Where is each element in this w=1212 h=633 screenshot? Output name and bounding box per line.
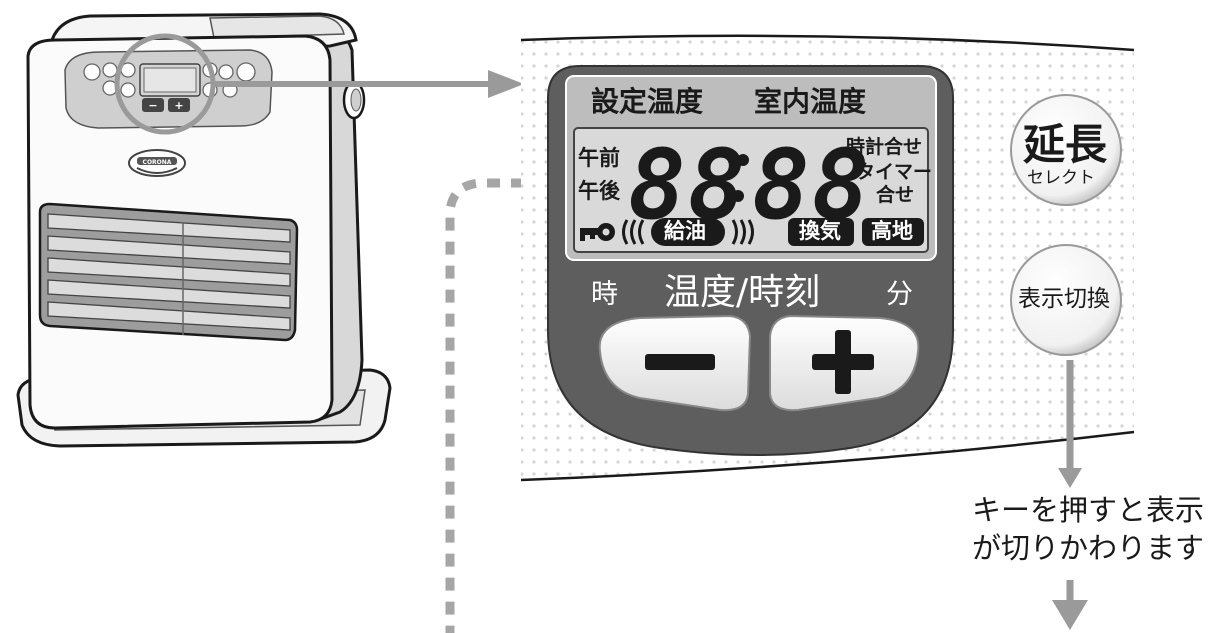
hour-label: 時: [591, 279, 618, 310]
extend-select-button[interactable]: [1010, 94, 1122, 206]
lcd-set-temp-label: 設定温度: [591, 85, 704, 118]
lcd-pm-label: 午後: [578, 179, 620, 203]
lcd-timer-set-label-2: 合せ: [876, 184, 915, 206]
display-switch-button[interactable]: [1010, 244, 1122, 356]
brand-logo: CORONA: [143, 159, 172, 166]
minus-symbol: [645, 354, 715, 370]
lcd-ventilation-label: 換気: [799, 219, 841, 243]
display-switch-arrow: [1052, 360, 1088, 630]
zoom-highlight-circle: [114, 33, 216, 135]
refuel-indicator: [622, 218, 754, 246]
lcd-high-altitude-label: 高地: [871, 219, 913, 243]
lcd-timer-set-label: タイマー: [856, 161, 933, 183]
ventilation-badge: [788, 218, 854, 246]
high-altitude-badge: [862, 218, 924, 246]
svg-text:+: +: [174, 99, 183, 112]
lcd-am-label: 午前: [578, 146, 620, 170]
display-switch-label: 表示切換: [1018, 286, 1110, 312]
select-label: セレクト: [1027, 168, 1095, 188]
extend-label: 延長: [1023, 120, 1108, 169]
lcd-refuel-label: 給油: [664, 219, 706, 243]
key-icon: [580, 223, 615, 241]
note-line-2: が切りかわります: [972, 531, 1205, 565]
plus-symbol-vertical: [835, 330, 851, 394]
note-line-1: キーを押すと表示: [972, 493, 1205, 527]
lcd-room-temp-label: 室内温度: [754, 85, 867, 118]
temp-time-label: 温度/時刻: [664, 272, 821, 313]
heater-illustration: − + CORONA: [16, 12, 392, 448]
zoom-arrow: [215, 70, 524, 98]
lcd-clock-set-label: 時計合せ: [846, 136, 923, 158]
svg-text:−: −: [148, 99, 157, 112]
minute-label: 分: [886, 279, 913, 310]
lcd-colon: [732, 154, 749, 202]
